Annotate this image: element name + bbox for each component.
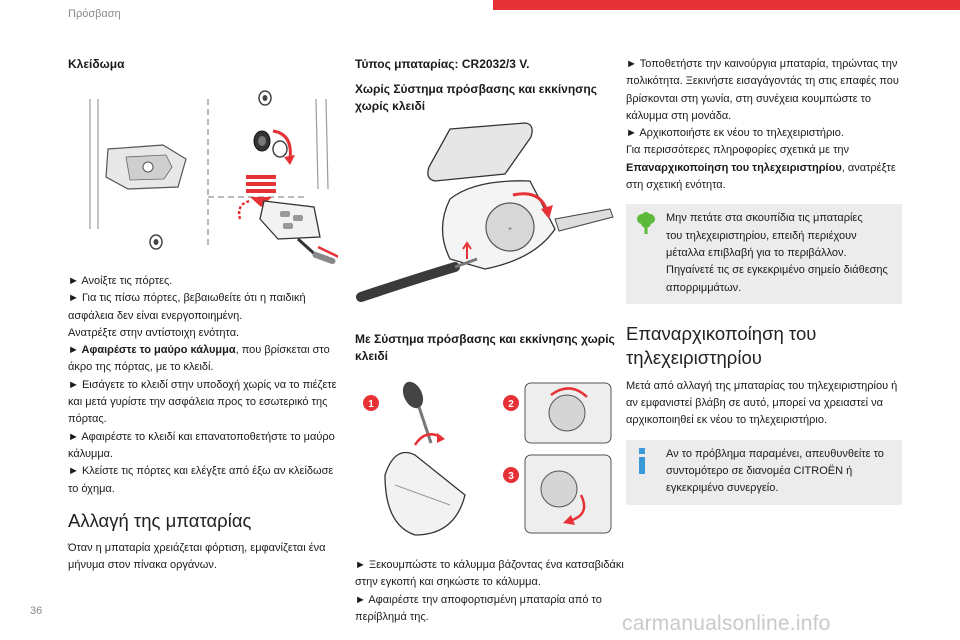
step-text: ► Ξεκουμπώστε το κάλυμμα βάζοντας ένα κα… (355, 559, 624, 589)
info-note: Αν το πρόβλημα παραμένει, απευθυνθείτε τ… (626, 439, 902, 505)
watermark: carmanualsonline.info (622, 612, 831, 635)
column-2: Τύπος μπαταρίας: CR2032/3 V. Χωρίς Σύστη… (355, 56, 625, 626)
step-text: ► Ανοίξτε τις πόρτες. (68, 275, 173, 287)
battery-type: Τύπος μπαταρίας: CR2032/3 V. (355, 57, 530, 71)
header-accent-bar (493, 0, 960, 10)
heading-without-keyless: Χωρίς Σύστημα πρόσβασης και εκκίνησης χω… (355, 82, 597, 113)
page-number: 36 (30, 605, 43, 617)
step-bold: ► Αφαιρέστε το μαύρο κάλυμμα (68, 344, 236, 357)
info-note-text: συντομότερο σε διανομέα CITROËN ή εγκεκρ… (666, 465, 853, 495)
section-text-reinit: Μετά από αλλαγή της μπαταρίας του τηλεχε… (626, 379, 898, 427)
step-rest: , που βρίσκεται στο άκρο της πόρτας, με … (68, 344, 330, 374)
step-text: ► Κλείστε τις πόρτες και ελέγξτε από έξω… (68, 465, 334, 495)
section-title-battery: Αλλαγή της μπαταρίας (68, 509, 252, 531)
step-text: ► Για τις πίσω πόρτες, βεβαιωθείτε ότι η… (68, 292, 306, 322)
heading-with-keyless: Με Σύστημα πρόσβασης και εκκίνησης χωρίς… (355, 332, 615, 363)
column-3: ► Τοποθετήστε την καινούργια μπαταρία, τ… (626, 56, 902, 505)
step-text: ► Αρχικοποιήστε εκ νέου το τηλεχειριστήρ… (626, 127, 844, 140)
eco-note-text: του τηλεχειριστηρίου, επειδή περιέχουν μ… (666, 229, 888, 294)
step-text: ► Αφαιρέστε το μαύρο κάλυμμα, που βρίσκε… (68, 342, 338, 377)
section-text-battery: Όταν η μπαταρία χρειάζεται φόρτιση, εμφα… (68, 541, 326, 572)
info-icon (636, 447, 648, 479)
callout-number: 2 (508, 399, 514, 410)
callout-number: 3 (508, 471, 514, 482)
reference-text: Επαναρχικοποίηση του τηλεχειριστηρίου, α… (626, 160, 902, 195)
column-1: Κλείδωμα (68, 56, 344, 574)
header-section-title: Πρόσβαση (68, 8, 121, 20)
eco-note-first-line: Μην πετάτε στα σκουπίδια τις μπαταρίες (666, 212, 863, 225)
recycle-tree-icon (636, 212, 656, 239)
step-text: ► Τοποθετήστε την καινούργια μπαταρία, τ… (626, 58, 899, 122)
step-text: ► Αφαιρέστε το κλειδί και επανατοποθετήσ… (68, 430, 335, 460)
eco-note: Μην πετάτε στα σκουπίδια τις μπαταρίες τ… (626, 204, 902, 304)
info-note-first-line: Αν το πρόβλημα παραμένει, απευθυνθείτε τ… (666, 447, 884, 460)
key-battery-illustration: + (355, 119, 625, 315)
step-text: ► Αφαιρέστε την αποφορτισμένη μπαταρία α… (355, 593, 602, 623)
reference-bold: Επαναρχικοποίηση του τηλεχειριστηρίου (626, 161, 842, 174)
heading-locking: Κλείδωμα (68, 57, 125, 71)
step-text: ► Εισάγετε το κλειδί στην υποδοχή χωρίς … (68, 378, 337, 426)
reference-rest: , ανατρέξτε στη σχετική ενότητα. (626, 161, 896, 192)
svg-text:+: + (508, 226, 512, 233)
callout-number: 1 (368, 399, 374, 410)
step-text: Ανατρέξτε στην αντίστοιχη ενότητα. (68, 326, 240, 339)
keyless-battery-illustration: 1 2 3 (355, 375, 625, 541)
door-lock-illustration (68, 79, 344, 265)
step-text: Για περισσότερες πληροφορίες σχετικά με … (626, 144, 850, 157)
section-title-reinit: Επαναρχικοποίηση του τηλεχειριστηρίου (626, 322, 817, 368)
